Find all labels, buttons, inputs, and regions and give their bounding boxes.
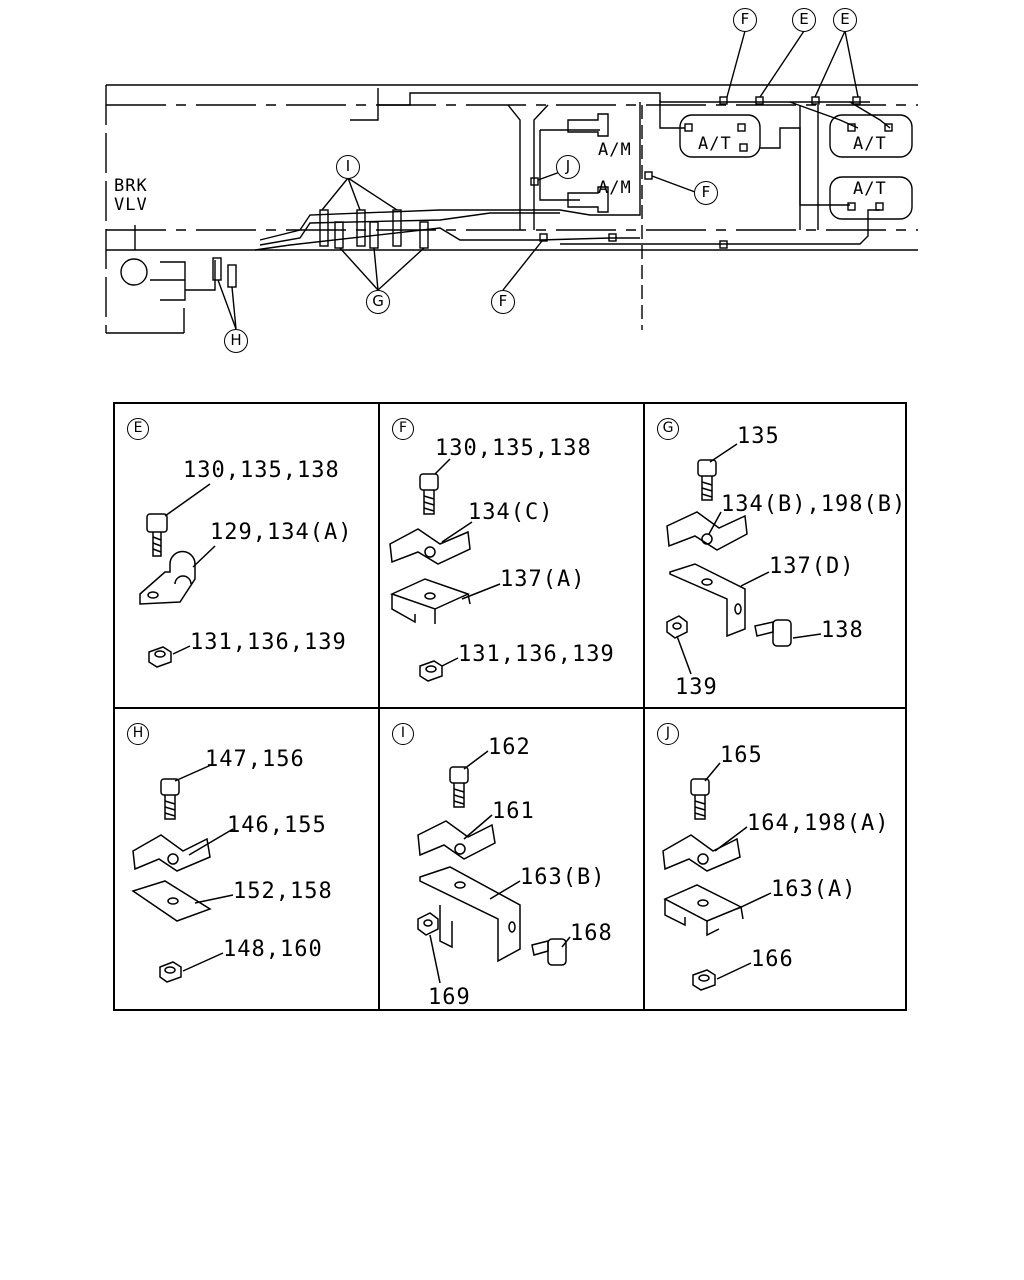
chassis-line-drawing bbox=[105, 30, 918, 334]
detail-g-part-nut: 139 bbox=[675, 675, 718, 700]
detail-h-part-nut: 148,160 bbox=[223, 937, 323, 962]
detail-e-part-bolt: 130,135,138 bbox=[183, 458, 340, 483]
callout-f-top: F bbox=[733, 8, 757, 32]
detail-h-part-bolt: 147,156 bbox=[205, 747, 305, 772]
am-label-upper: A/M bbox=[598, 140, 632, 160]
detail-f-drawing bbox=[389, 458, 501, 682]
detail-e-drawing bbox=[139, 483, 216, 668]
detail-i-part-bolt: 162 bbox=[488, 735, 531, 760]
at-label-left: A/T bbox=[698, 134, 732, 154]
detail-panel-g: G 135 134(B),198(B) 137(D) 138 139 bbox=[645, 404, 905, 709]
detail-f-badge: F bbox=[392, 418, 414, 440]
detail-panel-i: I 162 161 163(B) 168 169 bbox=[380, 709, 645, 1009]
detail-i-badge: I bbox=[392, 723, 414, 745]
detail-f-part-bracket: 137(A) bbox=[500, 567, 586, 592]
detail-f-part-bolt: 130,135,138 bbox=[435, 436, 592, 461]
detail-f-part-clip: 134(C) bbox=[468, 500, 554, 525]
detail-i-part-nut: 169 bbox=[428, 985, 471, 1010]
callout-g: G bbox=[366, 290, 390, 314]
detail-g-part-clip: 134(B),198(B) bbox=[721, 492, 907, 517]
detail-f-part-nut: 131,136,139 bbox=[458, 642, 615, 667]
detail-g-badge: G bbox=[657, 418, 679, 440]
detail-e-part-nut: 131,136,139 bbox=[190, 630, 347, 655]
detail-g-part-side-bolt: 138 bbox=[821, 618, 864, 643]
at-label-right-lower: A/T bbox=[853, 179, 887, 199]
detail-panel-h: H 147,156 146,155 152,158 148,160 bbox=[115, 709, 380, 1009]
detail-e-part-clip: 129,134(A) bbox=[210, 520, 353, 545]
detail-panel-j: J 165 164,198(A) 163(A) 166 bbox=[645, 709, 905, 1009]
detail-j-drawing bbox=[662, 762, 772, 991]
am-label-lower: A/M bbox=[598, 178, 632, 198]
callout-i: I bbox=[336, 155, 360, 179]
detail-i-part-side-bolt: 168 bbox=[570, 921, 613, 946]
callout-f-bottom: F bbox=[491, 290, 515, 314]
detail-j-badge: J bbox=[657, 723, 679, 745]
detail-e-badge: E bbox=[127, 418, 149, 440]
detail-h-part-clip: 146,155 bbox=[227, 813, 327, 838]
detail-h-part-plate: 152,158 bbox=[233, 879, 333, 904]
detail-h-drawing bbox=[131, 764, 234, 983]
detail-j-part-bolt: 165 bbox=[720, 743, 763, 768]
brake-valve-label-line2: VLV bbox=[114, 195, 148, 215]
callout-e-top-right: E bbox=[833, 8, 857, 32]
callout-j: J bbox=[556, 155, 580, 179]
detail-j-part-clip: 164,198(A) bbox=[747, 811, 890, 836]
detail-g-part-bracket: 137(D) bbox=[769, 554, 855, 579]
detail-panel-f: F 130,135,138 134(C) 137(A) 131,136,139 bbox=[380, 404, 645, 709]
detail-i-part-clip: 161 bbox=[492, 799, 535, 824]
detail-j-part-nut: 166 bbox=[751, 947, 794, 972]
detail-h-badge: H bbox=[127, 723, 149, 745]
detail-j-part-bracket: 163(A) bbox=[771, 877, 857, 902]
brake-valve-label-line1: BRK bbox=[114, 176, 148, 196]
callout-e-top-left: E bbox=[792, 8, 816, 32]
callout-f-right: F bbox=[694, 181, 718, 205]
detail-g-drawing bbox=[666, 443, 822, 675]
detail-panel-e: E 130,135,138 129,134(A) 131,136,139 bbox=[115, 404, 380, 709]
detail-i-part-bracket: 163(B) bbox=[520, 865, 606, 890]
clip-detail-grid: E 130,135,138 129,134(A) 131,136,139 F 1… bbox=[113, 402, 907, 1011]
detail-i-drawing bbox=[417, 750, 571, 984]
callout-h: H bbox=[224, 329, 248, 353]
chassis-overview-diagram: BRK VLV A/M A/M A/T A/T A/T F E E I J F … bbox=[0, 0, 1024, 390]
at-label-right-upper: A/T bbox=[853, 134, 887, 154]
detail-g-part-bolt: 135 bbox=[737, 424, 780, 449]
